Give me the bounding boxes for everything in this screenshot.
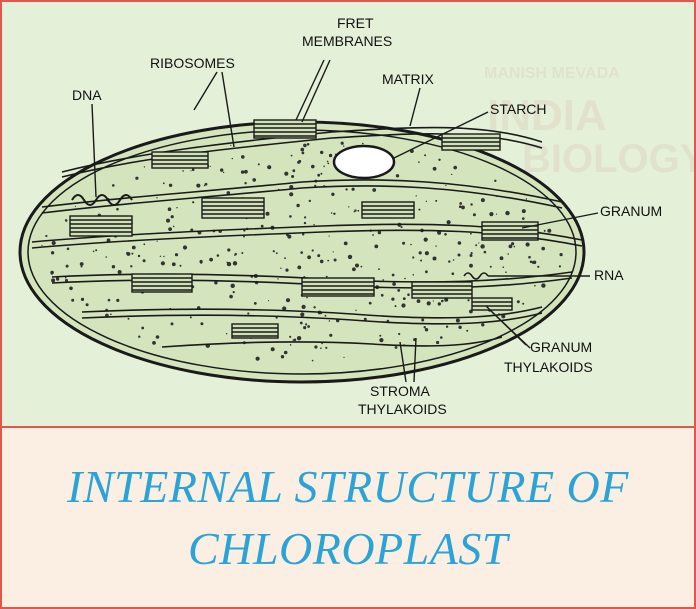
caption-line2: CHLOROPLAST [188,523,508,574]
label-rna: RNA [594,267,624,283]
starch-grain [332,144,396,180]
label-matrix: MATRIX [382,71,435,87]
watermark-line1: MANISH MEVADA [484,65,620,82]
label-fret: FRET [337,15,374,31]
dna-coil [71,194,133,206]
label-granum: GRANUM [600,203,662,219]
label-starch: STARCH [490,101,547,117]
label-granum-thylakoids-2: THYLAKOIDS [504,359,593,375]
grana-stacks [69,119,539,339]
chloroplast-diagram: MANISH MEVADA INDIA BIOLOGY [18,15,694,417]
panel-divider [2,426,694,428]
label-dna: DNA [72,87,102,103]
caption-panel [2,428,694,607]
label-ribosomes: RIBOSOMES [150,55,235,71]
watermark-line2: INDIA [487,91,607,140]
label-granum-thylakoids-1: GRANUM [530,339,592,355]
label-fret-membranes: MEMBRANES [302,33,392,49]
label-stroma-thylakoids-1: STROMA [370,383,431,399]
leader-lines [91,59,599,383]
label-stroma-thylakoids-2: THYLAKOIDS [358,401,447,417]
caption-line1: INTERNAL STRUCTURE OF [67,461,629,512]
rna-squiggle [463,272,489,280]
watermark-line3: BIOLOGY [522,137,694,181]
